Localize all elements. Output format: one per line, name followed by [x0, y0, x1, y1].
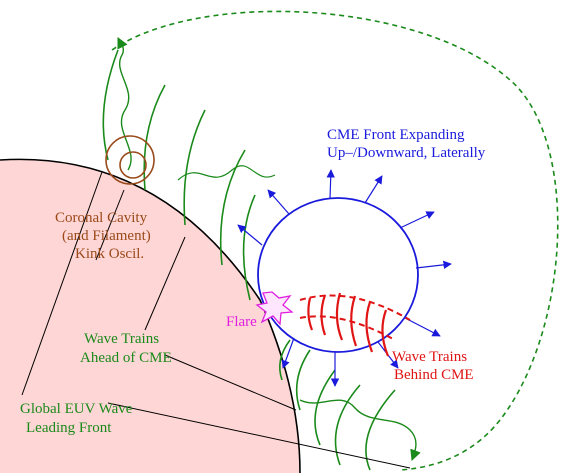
pointer-cavity: [95, 189, 125, 261]
wave-ahead-label-line2: Ahead of CME: [80, 350, 172, 366]
cme-arrow: [326, 169, 335, 199]
wave-behind-label-line1: Wave Trains: [392, 349, 467, 365]
coronal-cavity-outer: [105, 135, 155, 185]
cme-arrow: [267, 189, 290, 215]
pointer-euv-upper: [21, 171, 103, 396]
coronal-cavity-inner: [119, 151, 147, 179]
cavity-label-line3: Kink Oscil.: [75, 246, 144, 262]
cavity-label-line2: (and Filament): [62, 228, 151, 244]
cme-arrow: [237, 224, 263, 246]
cavity-label-line1: Coronal Cavity: [55, 210, 148, 226]
cme-arrow: [415, 260, 452, 270]
cme-expansion-arrows: [237, 169, 452, 387]
wave-ahead-label-line1: Wave Trains: [84, 331, 159, 347]
wave-trains-behind-ticks: [307, 292, 390, 357]
cme-arrow: [399, 211, 435, 229]
wave-behind-label-line2: Behind CME: [394, 367, 474, 383]
cme-front-circle: [257, 197, 419, 353]
euv-label-line2: Leading Front: [26, 420, 112, 436]
pointer-wave-ahead-upper: [144, 236, 186, 331]
flare-label: Flare: [226, 314, 257, 330]
cme-arrow: [281, 337, 295, 369]
cme-arrow: [404, 317, 441, 337]
flare-burst-icon: [255, 291, 294, 326]
solar-disk: [0, 159, 300, 473]
cme-arrow: [364, 175, 383, 204]
solar-limb: [0, 158, 301, 473]
pointer-lines: [21, 171, 411, 469]
euv-label-line1: Global EUV Wave: [20, 401, 133, 417]
cme-front-label-line2: Up–/Downward, Laterally: [327, 145, 486, 161]
cme-front-label-line1: CME Front Expanding: [327, 127, 465, 143]
pointer-wave-ahead-lower: [164, 354, 297, 411]
wavy-line-lower: [299, 399, 421, 462]
wavy-line-upper: [117, 36, 132, 171]
pointer-euv-lower: [107, 402, 411, 469]
wavy-line-mid: [177, 165, 276, 181]
wave-trains-ahead: [102, 49, 396, 471]
wave-trains-behind: [299, 294, 411, 341]
dashed-outer-front: [111, 10, 559, 471]
